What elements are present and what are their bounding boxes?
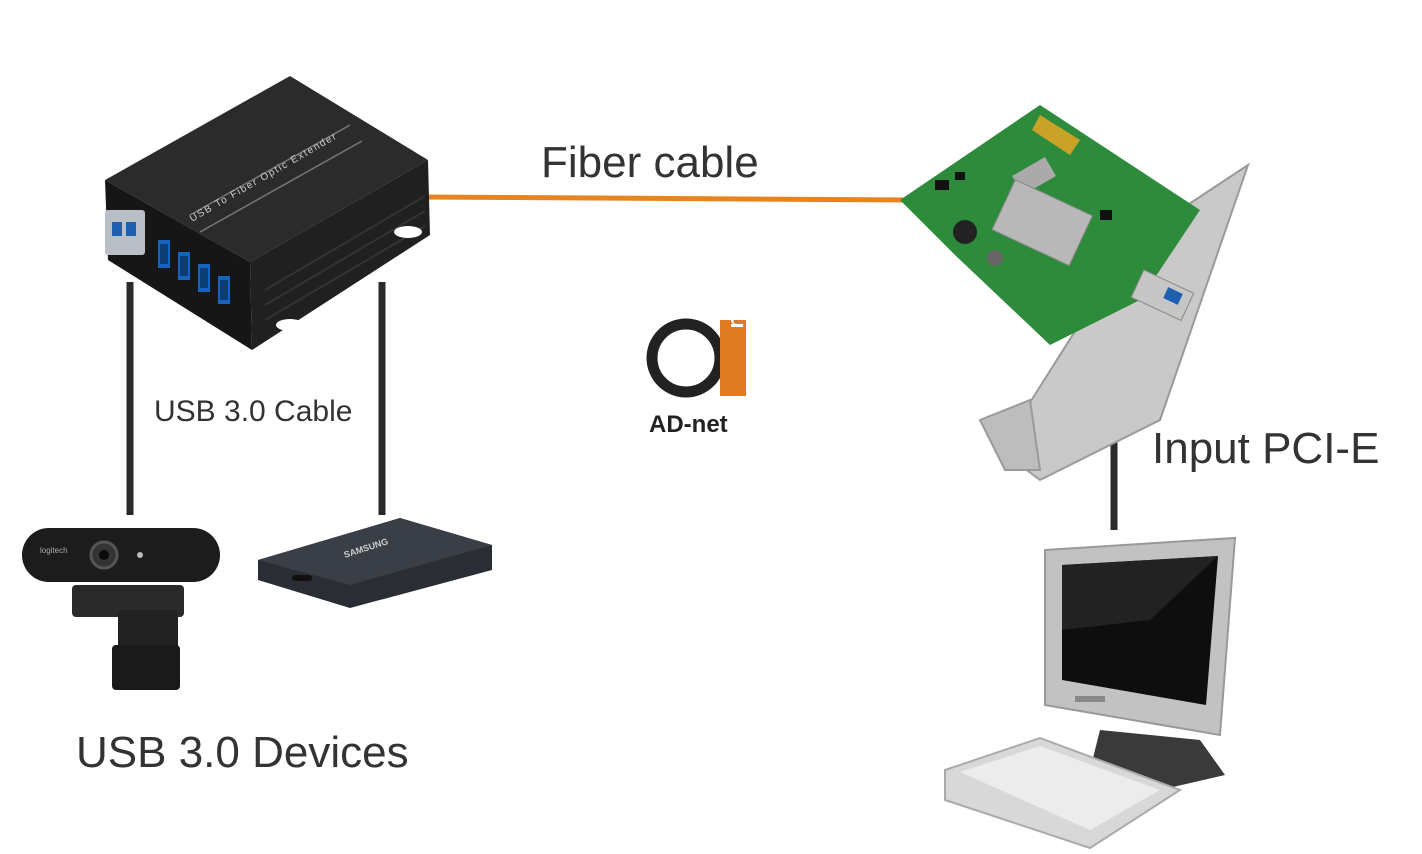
usb-port-1 — [158, 240, 170, 268]
usb-fiber-extender: USB To Fiber Optic Extender — [105, 76, 430, 350]
webcam-device: logitech — [22, 528, 220, 690]
usb-port-3 — [198, 264, 210, 292]
pcie-fiber-card — [900, 105, 1250, 482]
fiber-cable-label: Fiber cable — [541, 138, 759, 187]
ssd-device: SAMSUNG — [258, 518, 492, 608]
fiber-cable — [419, 194, 916, 203]
input-pcie-label: Input PCI-E — [1152, 424, 1380, 473]
brand-label: AD-net — [649, 411, 728, 438]
logo-net-text: net — [723, 295, 748, 329]
webcam-brand-text: logitech — [40, 546, 68, 555]
adnet-logo — [646, 318, 746, 398]
usb-port-4 — [218, 276, 230, 304]
usb-cable-label: USB 3.0 Cable — [154, 395, 353, 428]
usb-port-2 — [178, 252, 190, 280]
desktop-computer — [944, 536, 1237, 850]
usb-devices-label: USB 3.0 Devices — [76, 728, 409, 777]
